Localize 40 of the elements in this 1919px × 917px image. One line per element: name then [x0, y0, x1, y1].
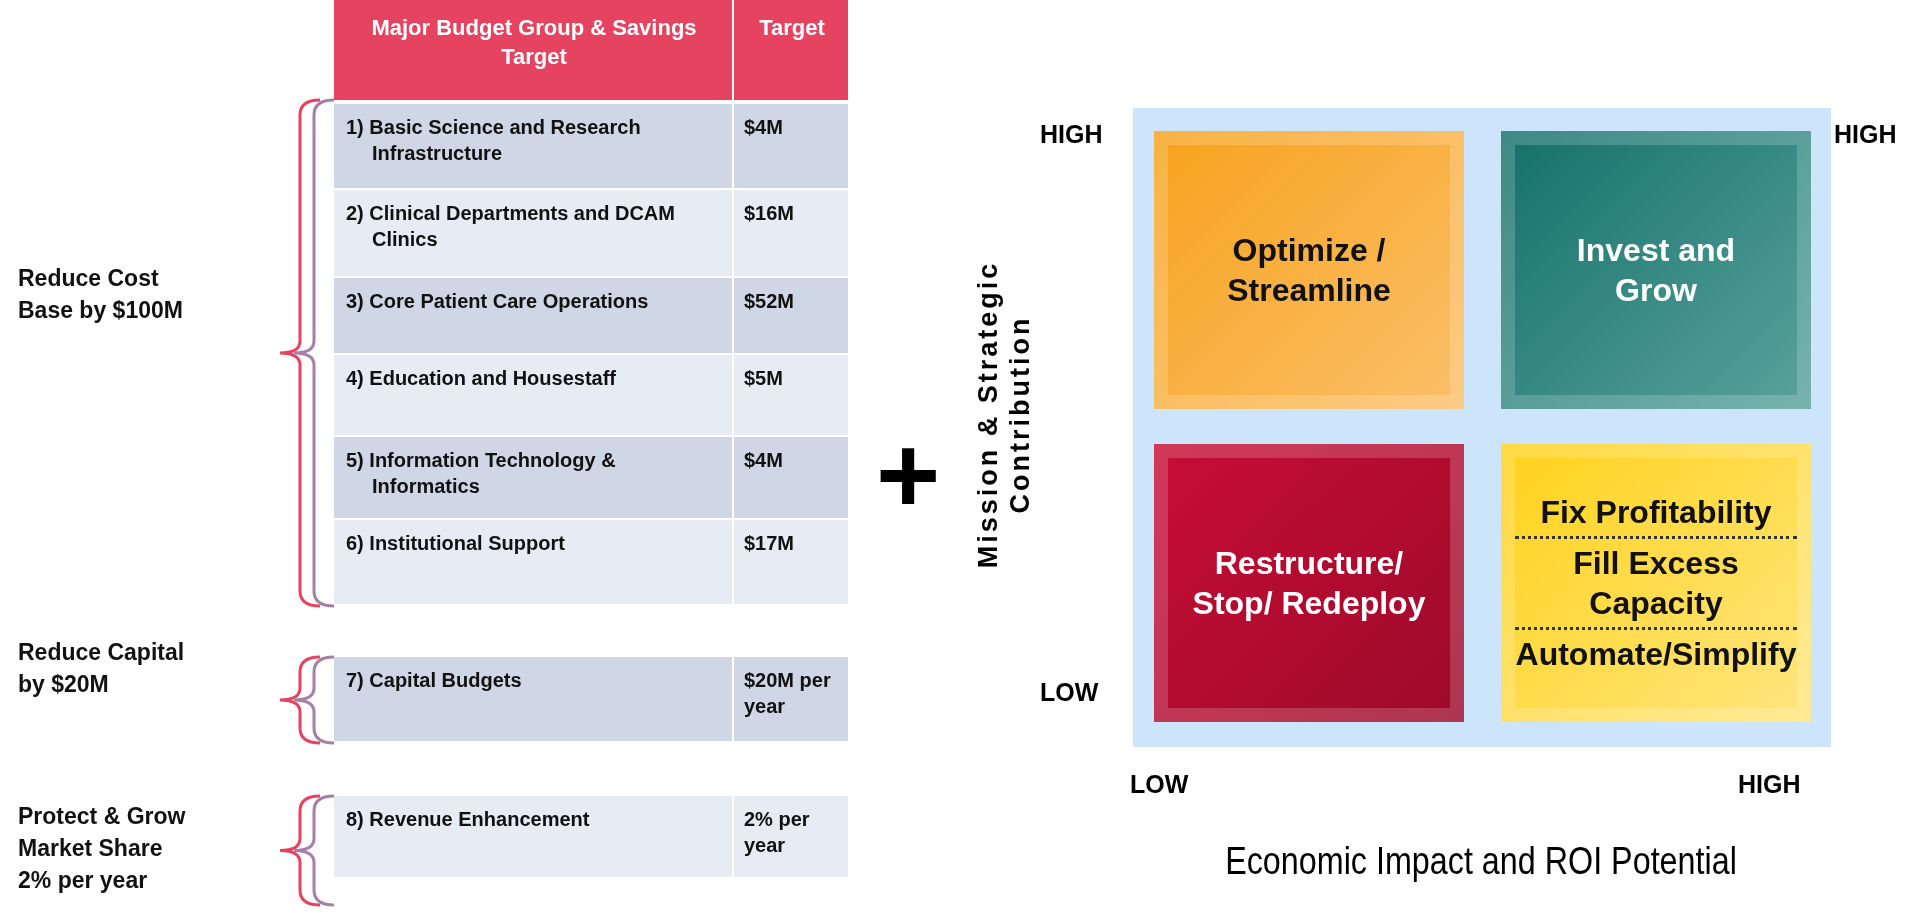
quadrant-box [1154, 444, 1464, 722]
axis-tick-label: LOW [1040, 678, 1099, 707]
axis-tick-label: HIGH [1834, 120, 1897, 149]
table-cell: 5) Information Technology & Informatics [334, 437, 732, 518]
table-header-cell: Target [734, 0, 848, 100]
table-cell: 2% per year [734, 796, 848, 877]
axis-title: Mission & Strategic Contribution [971, 259, 1036, 571]
quadrant-label: Automate/Simplify [1515, 627, 1797, 678]
quadrant-label: Invest and Grow [1575, 231, 1737, 310]
table-cell: 2) Clinical Departments and DCAM Clinics [334, 190, 732, 276]
table-cell: 4) Education and Housestaff [334, 355, 732, 435]
matrix-background [1133, 108, 1831, 747]
quadrant-box [1501, 444, 1811, 722]
table-header-cell: Major Budget Group & Savings Target [334, 0, 732, 100]
axis-title: Economic Impact and ROI Potential [1224, 840, 1738, 883]
table-cell: 8) Revenue Enhancement [334, 796, 732, 877]
axis-tick-label: HIGH [1040, 120, 1103, 149]
table-cell: 1) Basic Science and Research Infrastructure [334, 104, 732, 188]
table-cell: $4M [734, 104, 848, 188]
table-cell: $16M [734, 190, 848, 276]
table-cell: $20M per year [734, 657, 848, 741]
quadrant-label: Fix Profitability [1539, 493, 1773, 532]
table-cell: $5M [734, 355, 848, 435]
table-cell: 7) Capital Budgets [334, 657, 732, 741]
table-cell: $17M [734, 520, 848, 604]
quadrant-box [1154, 131, 1464, 409]
side-note: Reduce Cost Base by $100M [18, 264, 184, 326]
quadrant-label: Optimize / Streamline [1226, 231, 1392, 310]
side-note: Reduce Capital by $20M [18, 638, 186, 700]
quadrant-label: Fill Excess Capacity [1515, 536, 1797, 627]
quadrant-box [1501, 131, 1811, 409]
axis-tick-label: HIGH [1738, 770, 1801, 799]
plus-sign: + [874, 430, 942, 520]
side-note: Protect & Grow Market Share 2% per year [18, 802, 187, 896]
quadrant-label: Restructure/ Stop/ Redeploy [1191, 544, 1427, 623]
table-cell: 6) Institutional Support [334, 520, 732, 604]
axis-tick-label: LOW [1130, 770, 1189, 799]
table-cell: 3) Core Patient Care Operations [334, 278, 732, 353]
table-cell: $52M [734, 278, 848, 353]
table-cell: $4M [734, 437, 848, 518]
